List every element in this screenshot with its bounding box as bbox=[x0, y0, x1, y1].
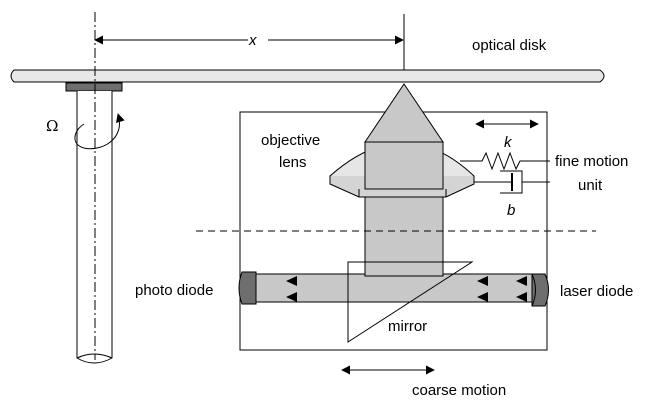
beam-arrow bbox=[286, 292, 297, 302]
laser-diode bbox=[531, 273, 549, 307]
photo-diode bbox=[238, 271, 257, 305]
omega-label: Ω bbox=[46, 117, 58, 135]
fine-motion-damper bbox=[474, 170, 550, 194]
fine-motion-label-line2: unit bbox=[578, 177, 603, 194]
spindle-hub bbox=[65, 82, 123, 92]
horizontal-beam bbox=[255, 273, 533, 303]
optical-disk-label: optical disk bbox=[472, 37, 547, 54]
coarse-motion-label: coarse motion bbox=[412, 382, 506, 399]
spindle-motor bbox=[65, 82, 125, 364]
damper-b-label: b bbox=[507, 202, 515, 219]
beam-arrows bbox=[286, 276, 527, 302]
rotation-arrow bbox=[74, 113, 125, 150]
x-label: x bbox=[248, 32, 257, 49]
beam-arrow bbox=[477, 292, 488, 302]
objective-lens-label-line1: objective bbox=[261, 132, 320, 149]
mirror-triangle bbox=[347, 261, 474, 343]
beam-arrow bbox=[516, 292, 527, 302]
beam-arrow bbox=[286, 276, 297, 286]
laser-diode-label: laser diode bbox=[560, 283, 633, 300]
beam-arrow bbox=[516, 276, 527, 286]
objective-lens-label-line2: lens bbox=[279, 154, 307, 171]
spring-k-label: k bbox=[504, 134, 513, 151]
fine-motion-label-line1: fine motion bbox=[555, 153, 628, 170]
mirror-label: mirror bbox=[388, 318, 427, 335]
distance-x bbox=[94, 14, 405, 70]
photo-diode-label: photo diode bbox=[135, 282, 213, 299]
optical-disk bbox=[10, 69, 605, 83]
beam-arrow bbox=[477, 276, 488, 286]
fine-motion-spring bbox=[460, 151, 550, 171]
focus-cone bbox=[364, 83, 444, 143]
